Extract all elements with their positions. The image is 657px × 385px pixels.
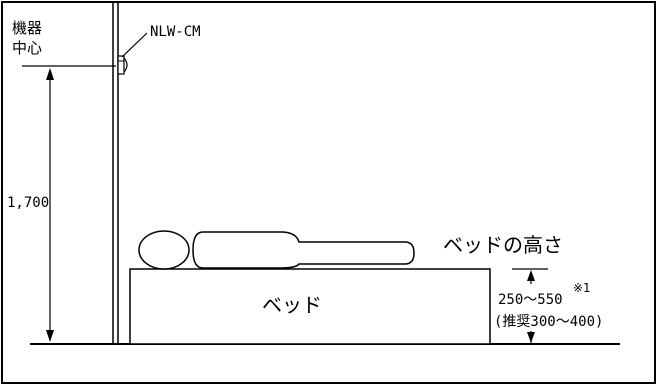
bed-height-title: ベッドの高さ xyxy=(443,233,563,257)
height-dimension-1700 xyxy=(46,68,54,342)
footnote-mark: ※1 xyxy=(573,281,591,295)
bed-height-dimension xyxy=(512,268,548,343)
person-figure xyxy=(138,230,415,270)
bed-label: ベッド xyxy=(262,293,322,317)
device-model-label: NLW-CM xyxy=(150,24,201,40)
device-center-label-line2: 中心 xyxy=(12,39,42,57)
device-center-label-line1: 機器 xyxy=(12,19,42,37)
height-dimension-label: 1,700 xyxy=(7,195,49,211)
bed-height-range: 250～550 xyxy=(498,292,563,308)
device-leader-line xyxy=(121,32,148,58)
bed xyxy=(129,268,491,345)
nlw-cm-device xyxy=(117,55,128,75)
recommended-range: (推奨300～400) xyxy=(494,314,603,330)
